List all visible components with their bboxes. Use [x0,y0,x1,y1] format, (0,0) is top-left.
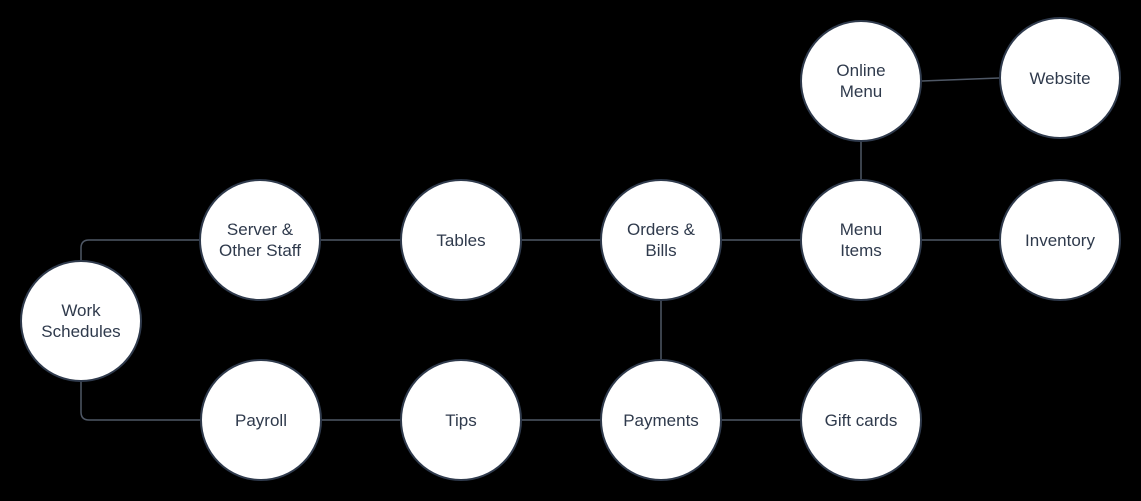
node-label-website: Website [1029,68,1091,88]
node-tips: Tips [400,359,522,481]
node-label-inventory: Inventory [1025,230,1095,250]
edge-work-schedules-payroll [80,382,200,421]
node-label-online-menu: Online Menu [836,61,886,101]
node-label-tips: Tips [445,410,477,430]
node-gift-cards: Gift cards [800,359,922,481]
node-inventory: Inventory [999,179,1121,301]
node-label-orders-bills: Orders & Bills [626,220,696,260]
node-server-other-staff: Server & Other Staff [199,179,321,301]
node-label-work-schedules: Work Schedules [41,301,121,341]
node-tables: Tables [400,179,522,301]
node-label-gift-cards: Gift cards [824,410,898,430]
edge-online-menu-website [921,77,1000,82]
node-label-server-other-staff: Server & Other Staff [219,220,301,260]
node-work-schedules: Work Schedules [20,260,142,382]
node-menu-items: Menu Items [800,179,922,301]
edge-work-schedules-server-other-staff [80,239,199,260]
node-payroll: Payroll [200,359,322,481]
node-payments: Payments [600,359,722,481]
node-label-payroll: Payroll [235,410,287,430]
node-online-menu: Online Menu [800,20,922,142]
node-orders-bills: Orders & Bills [600,179,722,301]
node-label-payments: Payments [623,410,699,430]
node-website: Website [999,17,1121,139]
node-label-menu-items: Menu Items [839,220,883,260]
node-label-tables: Tables [436,230,486,250]
